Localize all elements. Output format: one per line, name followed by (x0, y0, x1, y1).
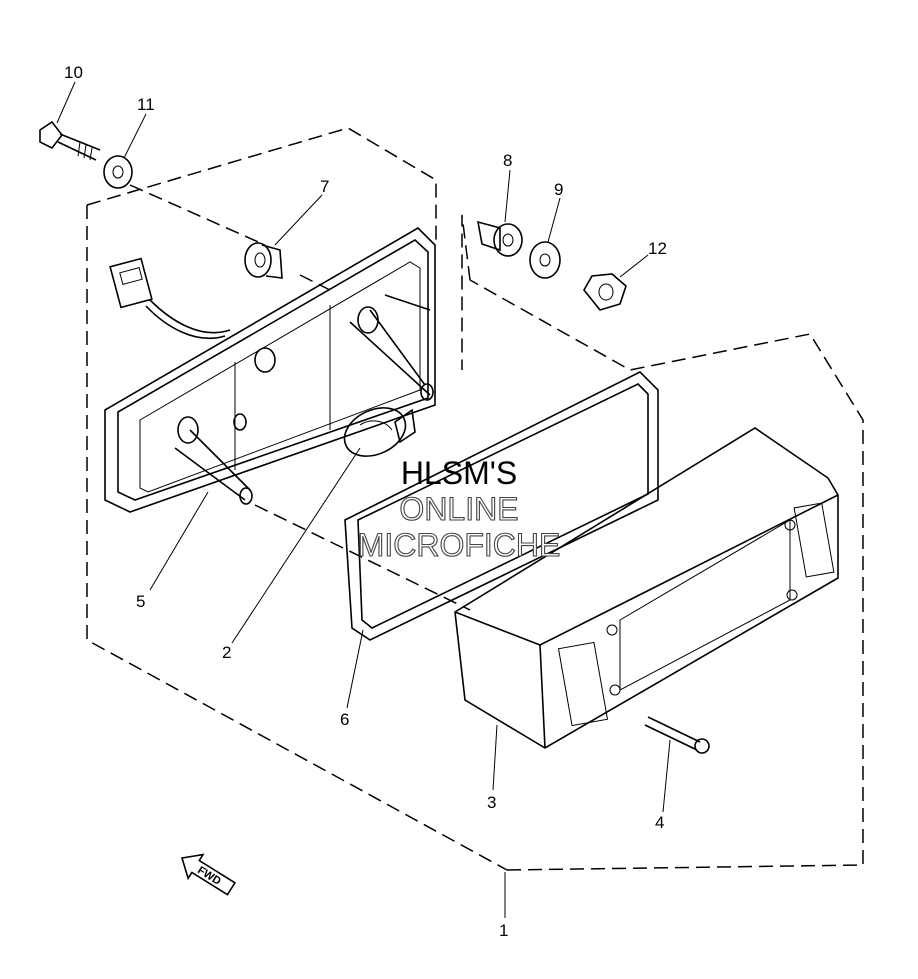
callout-3: 3 (487, 793, 496, 812)
callout-1: 1 (499, 921, 508, 940)
callout-2: 2 (222, 643, 231, 662)
watermark-line1: HLSM'S (401, 455, 517, 491)
callout-6: 6 (340, 710, 349, 729)
assembly-outline (86, 127, 864, 871)
leader-lines (56, 81, 671, 918)
callout-8: 8 (503, 151, 512, 170)
callout-10: 10 (64, 63, 83, 82)
grommet (244, 242, 283, 279)
fwd-arrow-icon: FWD (180, 853, 236, 896)
fwd-label: FWD (195, 864, 223, 887)
callout-12: 12 (648, 239, 667, 258)
callout-9: 9 (554, 180, 563, 199)
bulb (343, 407, 416, 457)
lens (454, 427, 839, 749)
lamp-base-housing (104, 226, 436, 513)
collar (476, 220, 523, 257)
callout-5: 5 (136, 592, 145, 611)
watermark-line3: MICROFICHE (358, 527, 561, 563)
washer (103, 155, 133, 189)
bolt (39, 120, 101, 161)
callout-7: 7 (320, 177, 329, 196)
callout-labels: 10 11 7 8 9 12 5 2 6 3 4 1 (64, 63, 667, 940)
watermark: HLSM'S ONLINE MICROFICHE (357, 455, 561, 564)
nut (583, 273, 627, 311)
callout-4: 4 (655, 813, 664, 832)
watermark-line2: ONLINE (399, 491, 518, 527)
washer-9 (529, 241, 561, 279)
screw (644, 716, 710, 754)
callout-11: 11 (137, 95, 155, 114)
